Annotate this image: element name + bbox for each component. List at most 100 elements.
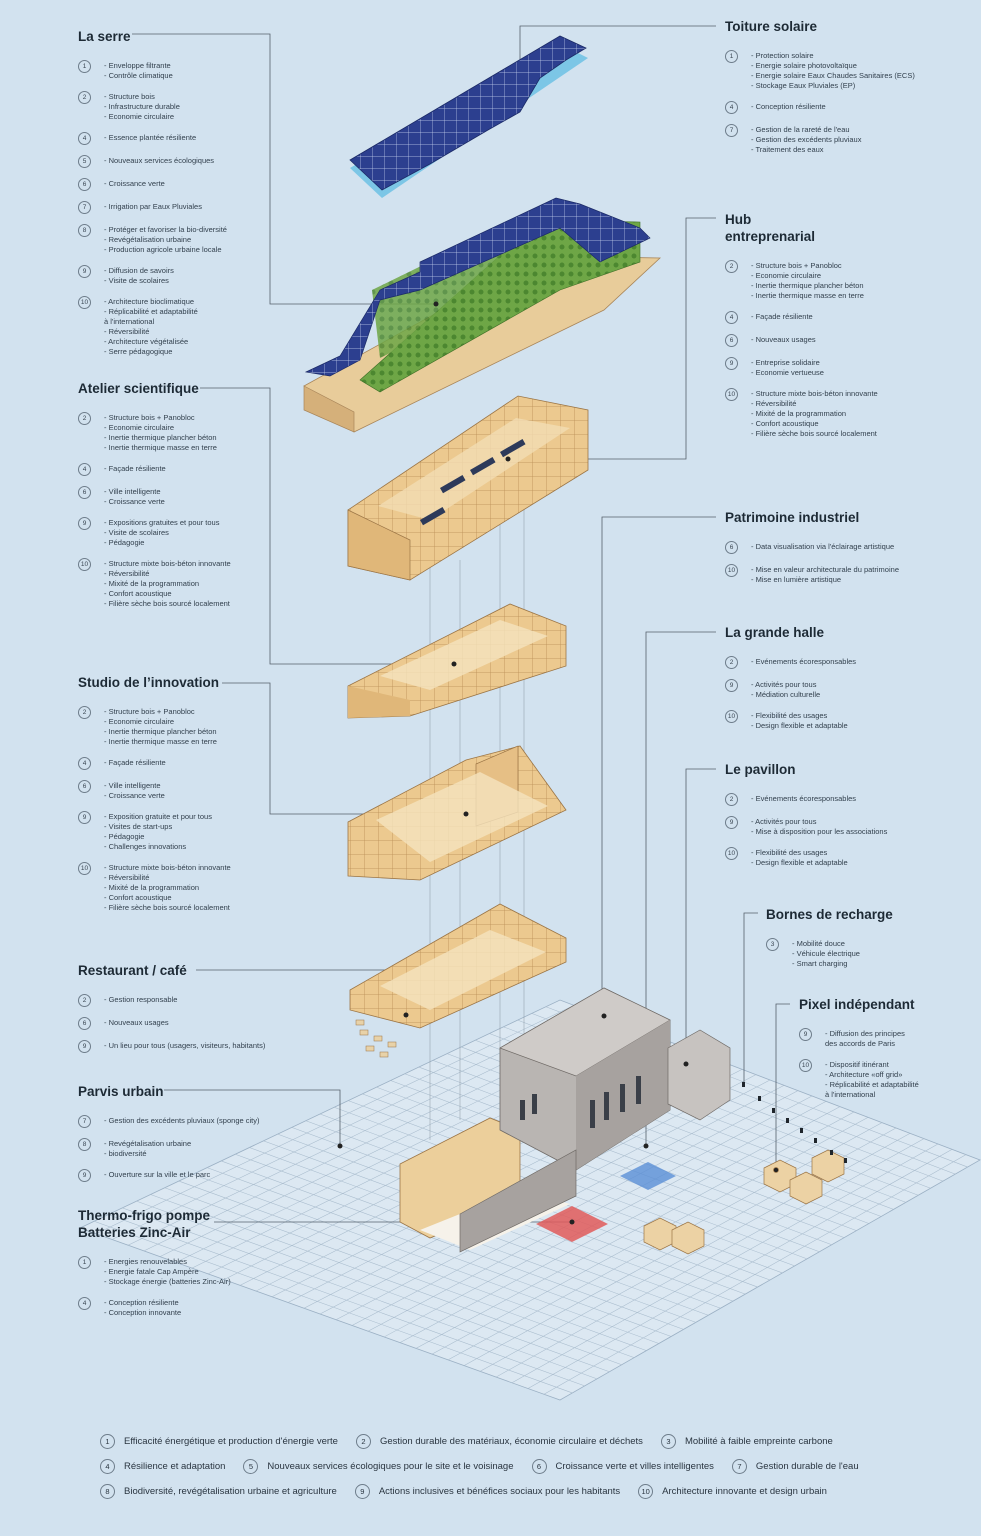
item-lines: - Protection solaire- Energie solaire ph… — [751, 51, 915, 91]
item-line: - Inertie thermique masse en terre — [104, 737, 217, 746]
item-line: - Confort acoustique — [104, 893, 172, 902]
item-lines: - Flexibilité des usages- Design flexibl… — [751, 711, 848, 731]
item-number-badge: 6 — [78, 1017, 91, 1030]
section-item: 6 - Nouveaux usages — [78, 1017, 265, 1030]
item-line: - Structure bois + Panobloc — [104, 413, 195, 422]
section-item: 4- Façade résiliente — [78, 757, 231, 770]
section-item: 10- Structure mixte bois-béton innovante… — [78, 558, 231, 609]
item-number-badge: 2 — [78, 91, 91, 104]
item-lines: - Nouveaux usages — [751, 335, 816, 345]
legend-label: Architecture innovante et design urbain — [662, 1486, 827, 1497]
item-line: - Visite de scolaires — [104, 276, 169, 285]
leader-lines — [132, 25, 790, 1223]
section-title: La grande halle — [725, 625, 825, 640]
item-number-badge: 9 — [799, 1028, 812, 1041]
item-line: - Structure mixte bois-béton innovante — [751, 389, 878, 398]
section-item: 6 - Ville intelligente- Croissance verte — [78, 780, 231, 801]
item-line: - Stockage énergie (batteries Zinc-Air) — [104, 1277, 231, 1286]
item-number-badge: 2 — [725, 793, 738, 806]
item-line: - Véhicule électrique — [792, 949, 860, 958]
item-lines: - Revégétalisation urbaine- biodiversité — [104, 1139, 191, 1159]
item-line: - Dispositif itinérant — [825, 1060, 889, 1069]
item-lines: - Structure mixte bois-béton innovante- … — [104, 559, 231, 609]
item-line: - Conception résiliente — [751, 102, 826, 111]
section-item: 6- Ville intelligente- Croissance verte — [78, 486, 231, 507]
charging-bollards — [742, 1082, 847, 1163]
item-lines: - Gestion de la rareté de l'eau- Gestion… — [751, 125, 861, 155]
item-lines: - Ville intelligente- Croissance verte — [104, 781, 165, 801]
item-line: - Filière sèche bois sourcé localement — [751, 429, 877, 438]
legend-item: 8 Biodiversité, revégétalisation urbaine … — [100, 1484, 337, 1499]
item-number-badge: 2 — [78, 412, 91, 425]
item-number-badge: 4 — [725, 101, 738, 114]
section-title: Hub entreprenarial — [725, 212, 816, 244]
item-number-badge: 4 — [78, 463, 91, 476]
item-line: - Visite de scolaires — [104, 528, 169, 537]
item-line: - Ville intelligente — [104, 781, 161, 790]
item-number-badge: 8 — [78, 224, 91, 237]
section-item: 10- Dispositif itinérant- Architecture «… — [799, 1059, 919, 1100]
section-title: Toiture solaire — [725, 19, 818, 34]
item-line: - Inertie thermique plancher béton — [104, 433, 217, 442]
item-line: - Design flexible et adaptable — [751, 858, 848, 867]
item-line: - Economie circulaire — [104, 112, 175, 121]
item-lines: - Evénements écoresponsables — [751, 657, 856, 667]
item-line: - Façade résiliente — [751, 312, 813, 321]
legend-number-badge: 5 — [243, 1459, 259, 1474]
item-line: - Smart charging — [792, 959, 848, 968]
item-line: - Mixité de la programmation — [751, 409, 847, 418]
item-lines: - Nouveaux services écologiques — [104, 156, 214, 166]
section-item: 7- Gestion de la rareté de l'eau- Gestio… — [725, 124, 915, 155]
section-item: 10- Flexibilité des usages- Design flexi… — [725, 710, 856, 731]
item-line: - Gestion des excédents pluviaux — [751, 135, 862, 144]
item-line: - Stockage Eaux Pluviales (EP) — [751, 81, 856, 90]
legend-number-badge: 8 — [100, 1484, 115, 1499]
item-line: - Visites de start-ups — [104, 822, 173, 831]
section-item: 3- Mobilité douce- Véhicule électrique- … — [766, 938, 893, 969]
item-number-badge: 4 — [78, 1297, 91, 1310]
item-number-badge: 4 — [725, 311, 738, 324]
item-lines: - Entreprise solidaire- Economie vertueu… — [751, 358, 824, 378]
legend-label: Gestion durable des matériaux, économie … — [379, 1436, 643, 1447]
section-item: 2- Structure bois + Panobloc- Economie c… — [78, 706, 231, 747]
item-line: - Activités pour tous — [751, 680, 817, 689]
section-item: 8- Protéger et favoriser la bio-diversit… — [78, 224, 227, 255]
item-line: - Nouveaux usages — [751, 335, 816, 344]
item-line: - Confort acoustique — [751, 419, 819, 428]
item-line: - Nouveaux usages — [104, 1018, 169, 1027]
item-lines: - Essence plantée résiliente — [104, 133, 196, 143]
item-line: - Réplicabilité et adaptabilité — [825, 1080, 919, 1089]
item-number-badge: 6 — [78, 780, 91, 793]
item-lines: - Energies renouvelables- Energie fatale… — [104, 1257, 231, 1287]
item-line: - Energie solaire photovoltaïque — [751, 61, 857, 70]
item-line: - Mobilité douce — [792, 939, 845, 948]
item-lines: - Structure bois + Panobloc- Economie ci… — [751, 261, 864, 301]
item-number-badge: 9 — [78, 265, 91, 278]
item-line: - Réversibilité — [104, 327, 150, 336]
item-number-badge: 10 — [78, 296, 91, 309]
item-line: - Economie circulaire — [104, 717, 175, 726]
item-line: - Inertie thermique masse en terre — [104, 443, 217, 452]
section-title: Atelier scientifique — [78, 381, 199, 396]
section-item: 2- Structure bois- Infrastructure durabl… — [78, 91, 227, 122]
item-line: - Exposition gratuite et pour tous — [104, 812, 212, 821]
item-line: - Croissance verte — [104, 179, 165, 188]
legend-label: Biodiversité, revégétalisation urbaine e… — [124, 1486, 337, 1497]
section-item: 5- Nouveaux services écologiques — [78, 155, 227, 168]
legend-number-badge: 10 — [638, 1484, 654, 1499]
section-item: 9- Un lieu pour tous (usagers, visiteurs… — [78, 1040, 265, 1053]
item-line: - Réversibilité — [104, 873, 150, 882]
item-number-badge: 9 — [78, 1040, 91, 1053]
item-lines: - Activités pour tous- Mise à dispositio… — [751, 817, 887, 837]
item-number-badge: 9 — [725, 679, 738, 692]
item-line: - Filière sèche bois sourcé localement — [104, 599, 230, 608]
item-number-badge: 10 — [725, 564, 738, 577]
